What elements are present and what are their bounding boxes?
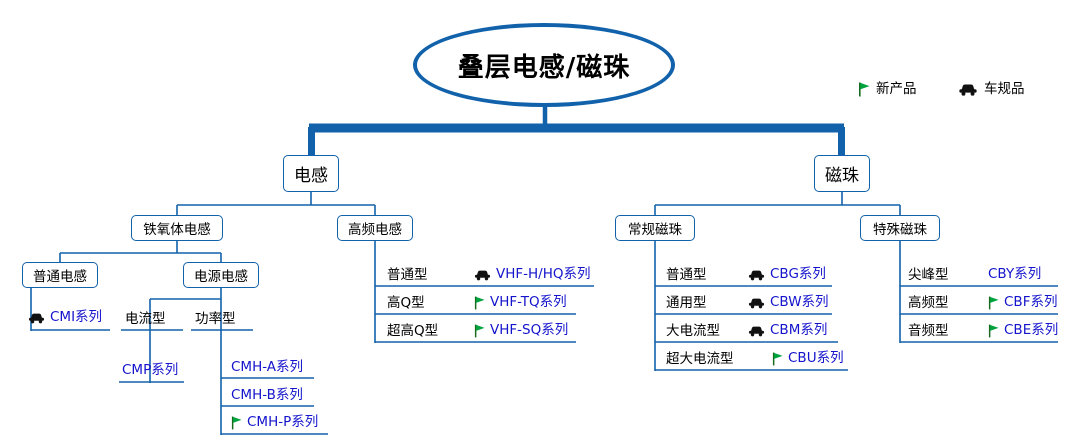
green-flag-icon — [772, 352, 783, 366]
node-rb-type-0: 普通型 — [666, 267, 707, 283]
node-ordinary-inductor-label: 普通电感 — [33, 269, 87, 285]
series-cmp-label: CMP系列 — [122, 362, 179, 378]
series-cby-label: CBY系列 — [988, 266, 1042, 282]
node-inductor: 电感 — [283, 155, 339, 192]
green-flag-icon — [474, 324, 485, 338]
green-flag-icon — [474, 296, 485, 310]
series-vhf-sq: VHF-SQ系列 — [474, 321, 568, 340]
node-sb-type-2: 音频型 — [908, 323, 949, 339]
legend-new-product-label: 新产品 — [876, 81, 917, 97]
car-icon — [748, 297, 765, 309]
car-icon — [28, 312, 45, 324]
node-rb-type-3: 超大电流型 — [666, 351, 734, 367]
node-power-type: 功率型 — [195, 311, 236, 327]
series-cmi-label: CMI系列 — [50, 309, 103, 325]
series-cbg: CBG系列 — [748, 265, 826, 284]
node-special-bead-label: 特殊磁珠 — [873, 222, 927, 238]
series-cbw: CBW系列 — [748, 293, 829, 312]
node-special-bead: 特殊磁珠 — [860, 215, 940, 241]
node-ordinary-inductor: 普通电感 — [22, 262, 98, 288]
car-icon — [748, 269, 765, 281]
car-icon — [748, 325, 765, 337]
series-vhf-tq: VHF-TQ系列 — [474, 293, 567, 312]
series-vhf-tq-label: VHF-TQ系列 — [490, 294, 567, 310]
car-icon — [474, 269, 491, 281]
root-title: 叠层电感/磁珠 — [457, 52, 631, 83]
series-cbf: CBF系列 — [988, 293, 1057, 312]
node-sb-type-1: 高频型 — [908, 295, 949, 311]
legend-automotive-label: 车规品 — [984, 81, 1025, 97]
series-cmh-b: CMH-B系列 — [231, 386, 303, 405]
series-cbg-label: CBG系列 — [770, 266, 826, 282]
series-cby: CBY系列 — [988, 265, 1041, 284]
node-rb-type-1: 通用型 — [666, 295, 707, 311]
node-bead: 磁珠 — [814, 155, 870, 192]
node-bead-label: 磁珠 — [825, 166, 859, 186]
series-cbf-label: CBF系列 — [1004, 294, 1058, 310]
node-regular-bead-label: 常规磁珠 — [628, 222, 682, 238]
green-flag-icon — [858, 82, 870, 97]
node-hf-type-0: 普通型 — [387, 267, 428, 283]
series-cbe-label: CBE系列 — [1004, 322, 1059, 338]
series-cmp: CMP系列 — [122, 361, 178, 380]
series-cbw-label: CBW系列 — [770, 294, 829, 310]
series-cbu-label: CBU系列 — [788, 350, 844, 366]
series-cmh-a-label: CMH-A系列 — [231, 359, 304, 375]
green-flag-icon — [988, 296, 999, 310]
green-flag-icon — [231, 416, 242, 430]
series-vhf-h-hq-label: VHF-H/HQ系列 — [496, 266, 591, 282]
node-regular-bead: 常规磁珠 — [615, 215, 695, 241]
series-cmh-p: CMH-P系列 — [231, 413, 318, 432]
green-flag-icon — [988, 324, 999, 338]
node-high-freq-inductor-label: 高频电感 — [348, 222, 402, 238]
series-cbm: CBM系列 — [748, 321, 827, 340]
series-cbu: CBU系列 — [772, 349, 844, 368]
node-hf-type-2: 超高Q型 — [387, 323, 439, 339]
node-sb-type-0: 尖峰型 — [908, 267, 949, 283]
node-current-type: 电流型 — [125, 311, 166, 327]
node-power-inductor-label: 电源电感 — [194, 269, 248, 285]
car-icon — [958, 83, 978, 96]
legend-new-product: 新产品 — [858, 80, 917, 98]
legend-automotive: 车规品 — [958, 80, 1025, 98]
series-cmh-p-label: CMH-P系列 — [247, 414, 319, 430]
node-rb-type-2: 大电流型 — [666, 323, 720, 339]
node-power-inductor: 电源电感 — [183, 262, 259, 288]
node-inductor-label: 电感 — [294, 166, 328, 186]
root-node: 叠层电感/磁珠 — [413, 23, 675, 107]
node-ferrite-inductor: 铁氧体电感 — [131, 215, 223, 241]
series-cmh-b-label: CMH-B系列 — [231, 387, 303, 403]
series-cmh-a: CMH-A系列 — [231, 358, 303, 377]
node-hf-type-1: 高Q型 — [387, 295, 425, 311]
series-vhf-h-hq: VHF-H/HQ系列 — [474, 265, 591, 284]
series-cbe: CBE系列 — [988, 321, 1058, 340]
series-cbm-label: CBM系列 — [770, 322, 828, 338]
series-cmi: CMI系列 — [28, 308, 102, 327]
node-high-freq-inductor: 高频电感 — [337, 215, 413, 241]
series-vhf-sq-label: VHF-SQ系列 — [490, 322, 569, 338]
node-ferrite-inductor-label: 铁氧体电感 — [143, 222, 211, 238]
